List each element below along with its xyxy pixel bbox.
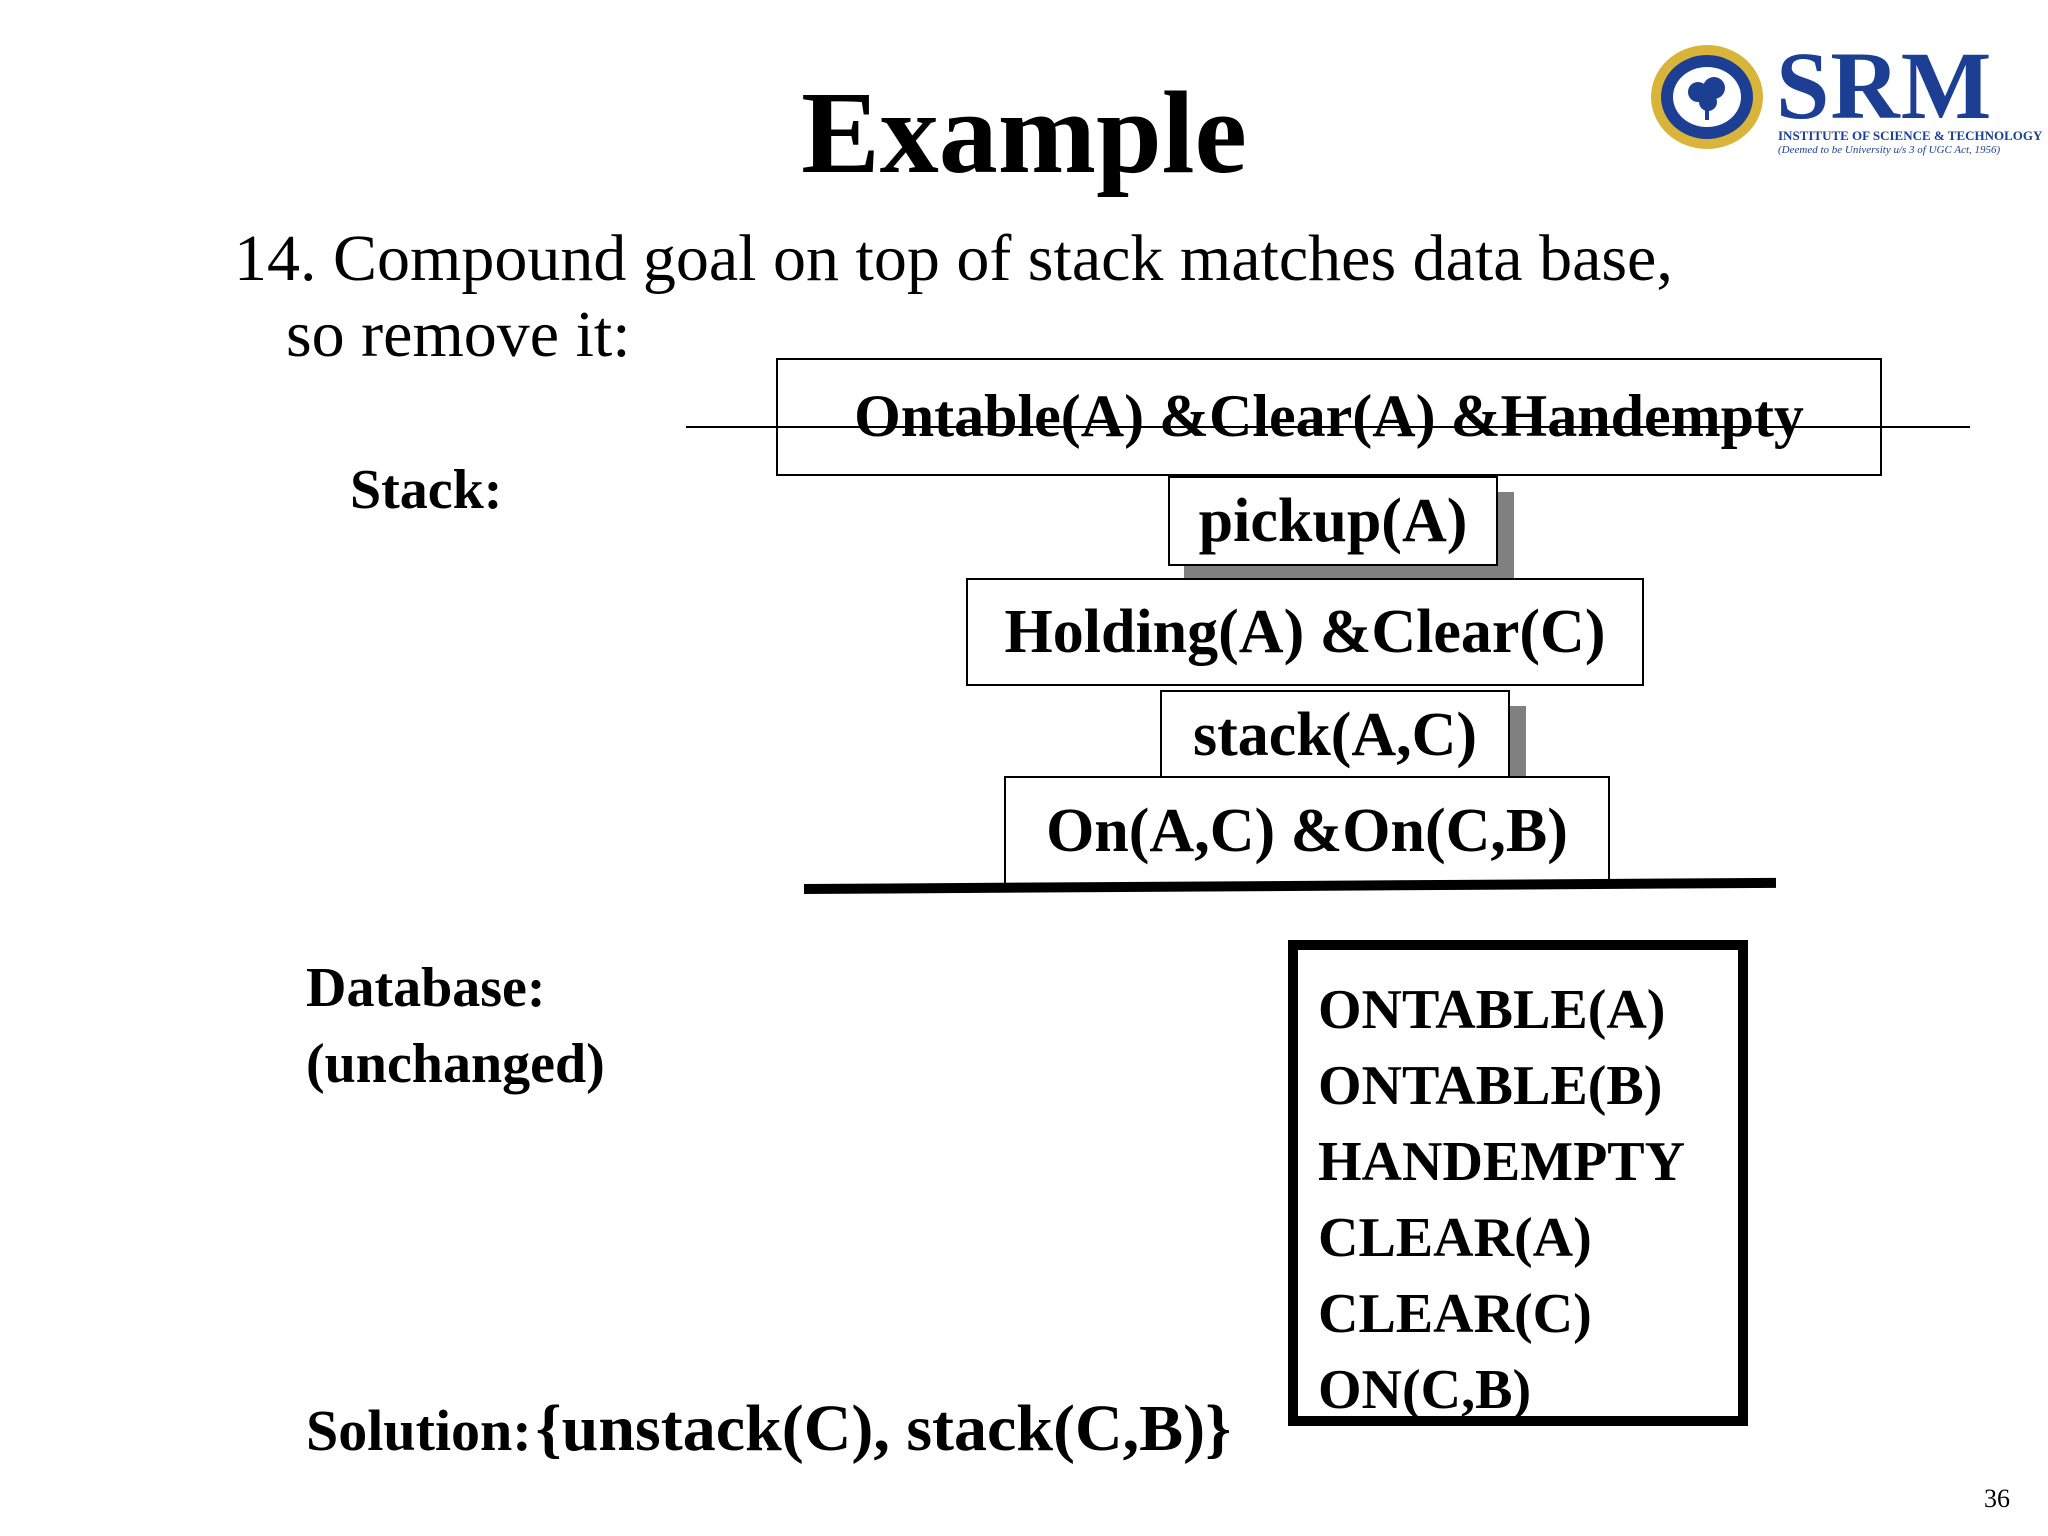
- database-fact: CLEAR(C): [1318, 1283, 1592, 1345]
- database-fact: HANDEMPTY: [1318, 1131, 1686, 1193]
- stack-removed-goal: Ontable(A) &Clear(A) &Handempty: [776, 358, 1882, 476]
- intro-line-2: so remove it:: [286, 298, 631, 371]
- logo-tagline: (Deemed to be University u/s 3 of UGC Ac…: [1778, 144, 2001, 156]
- solution-line: Solution: {unstack(C), stack(C,B)}: [306, 1396, 1231, 1462]
- database-label: Database:: [306, 957, 546, 1019]
- stack-label: Stack:: [350, 459, 503, 521]
- solution-label: Solution:: [306, 1398, 532, 1463]
- database-box: ONTABLE(A) ONTABLE(B) HANDEMPTY CLEAR(A)…: [1288, 940, 1748, 1426]
- database-fact: ONTABLE(A): [1318, 979, 1666, 1041]
- database-fact: ON(C,B): [1318, 1359, 1532, 1421]
- srm-logo: SRM INSTITUTE OF SCIENCE & TECHNOLOGY (D…: [1648, 38, 2048, 158]
- page-number: 36: [1984, 1484, 2010, 1513]
- seal-icon: [1651, 45, 1763, 149]
- stack-item-holding: Holding(A) &Clear(C): [966, 578, 1644, 686]
- intro-line-1: 14. Compound goal on top of stack matche…: [234, 222, 1673, 295]
- database-note: (unchanged): [306, 1033, 605, 1095]
- logo-subtitle: INSTITUTE OF SCIENCE & TECHNOLOGY: [1778, 128, 2043, 143]
- logo-name: SRM: [1776, 32, 1993, 139]
- stack-item-pickup: pickup(A): [1168, 476, 1498, 566]
- database-fact: CLEAR(A): [1318, 1207, 1592, 1269]
- strike-through-line: [686, 426, 1970, 428]
- stack-base-line: [803, 877, 1777, 894]
- stack-item-stack: stack(A,C): [1160, 690, 1510, 780]
- solution-value: {unstack(C), stack(C,B)}: [535, 1392, 1232, 1465]
- database-fact: ONTABLE(B): [1318, 1055, 1663, 1117]
- slide-title: Example: [801, 67, 1247, 198]
- stack-item-on: On(A,C) &On(C,B): [1004, 776, 1610, 886]
